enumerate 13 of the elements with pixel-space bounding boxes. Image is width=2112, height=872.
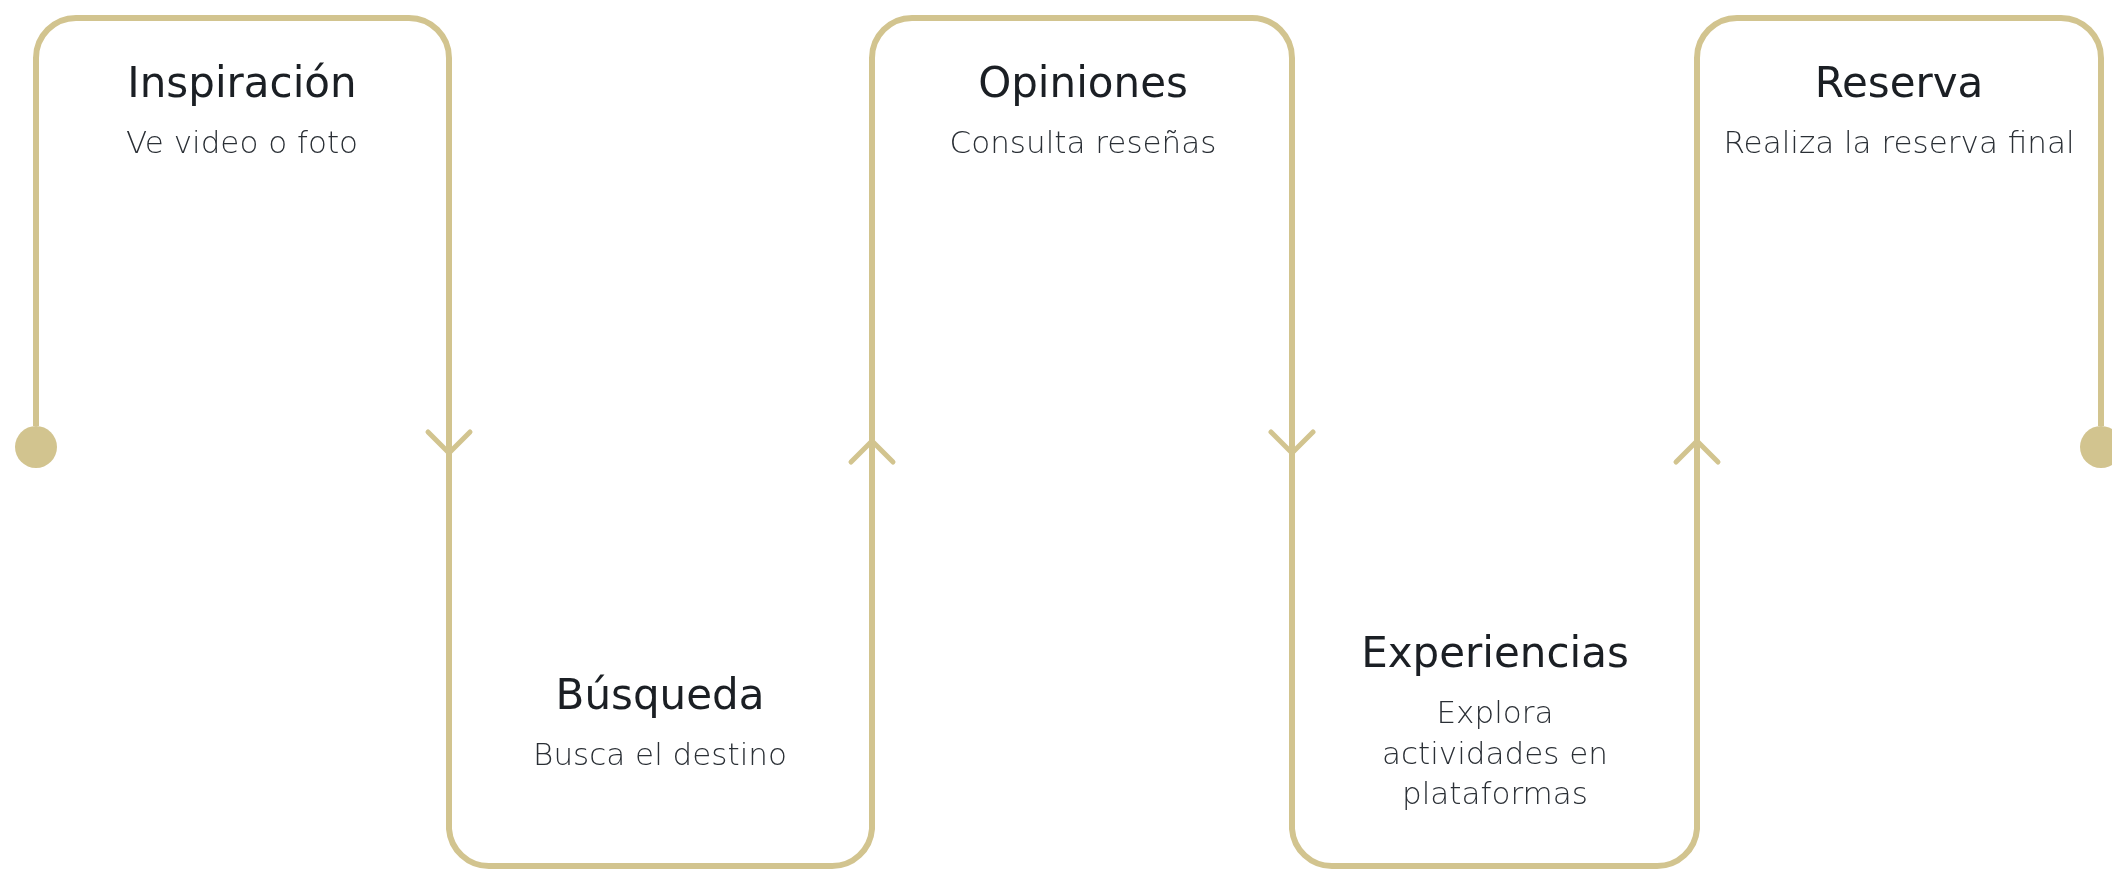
end-dot [15,426,57,468]
flow-line [33,15,2104,869]
stage-title: Opiniones [977,58,1189,109]
stage-title: Inspiración [126,58,358,109]
stage-description: Consulta reseñas [948,123,1218,163]
stage-description: Realiza la reserva final [1722,123,2076,163]
stage-description: Explora actividades en plataformas [1381,693,1609,813]
stage-description: Ve video o foto [124,123,360,163]
stage-description: Busca el destino [532,735,788,775]
end-dot [2080,426,2112,468]
stage-title: Experiencias [1360,628,1630,679]
stage-title: Reserva [1813,58,1985,109]
stage-title: Búsqueda [554,670,766,721]
